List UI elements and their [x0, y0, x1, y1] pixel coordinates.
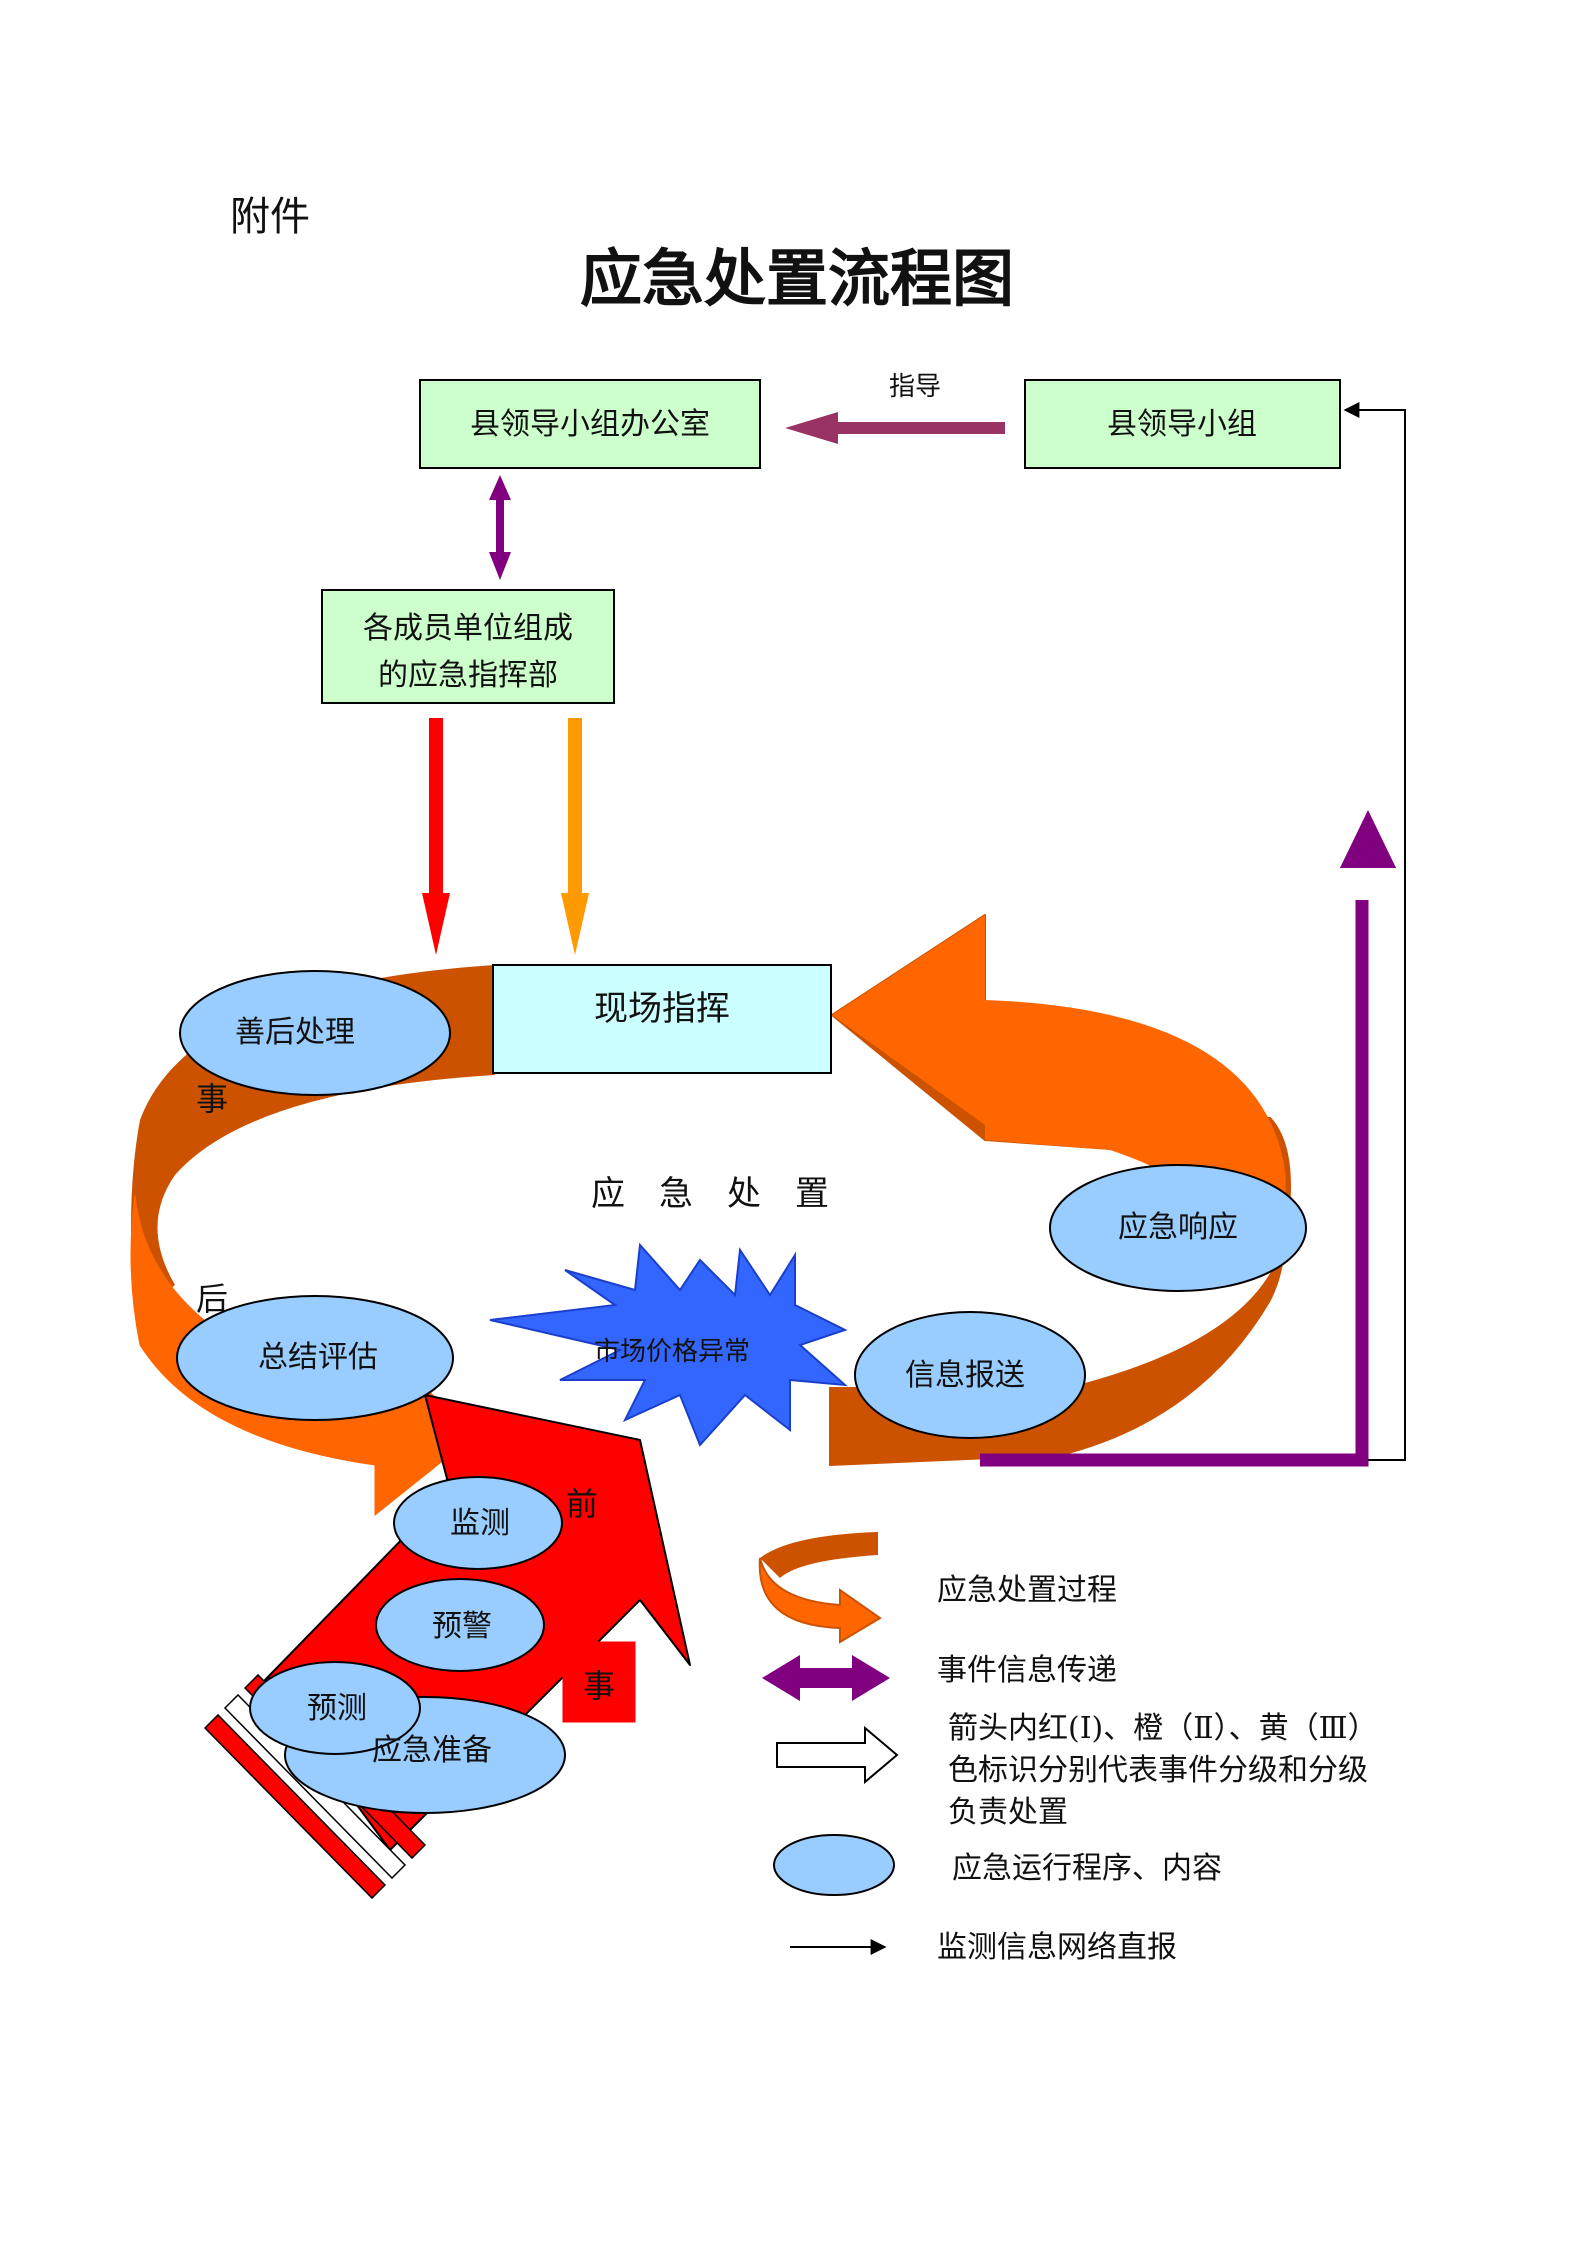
legend-colors-line3: 负责处置: [948, 1795, 1068, 1830]
page-title: 应急处置流程图: [580, 242, 1014, 315]
cycle-arrow-left-face: [130, 1194, 476, 1517]
office-command-arrow-up: [489, 475, 511, 500]
report-arrow-path: [980, 900, 1369, 1467]
guidance-arrow-head: [785, 412, 838, 444]
legend-info-text: 事件信息传递: [937, 1653, 1117, 1688]
onsite-command-label: 现场指挥: [594, 989, 730, 1029]
office-command-arrow-down: [489, 552, 511, 580]
summary-ellipse: [176, 1295, 454, 1421]
red-level-arrow-head: [422, 893, 450, 955]
legend-process-arrow-top: [760, 1532, 878, 1578]
amber-level-arrow-shaft: [568, 718, 582, 898]
aftermath-label: 善后处理: [235, 1015, 355, 1050]
pre-event-char-box: [562, 1641, 636, 1723]
leading-group-box: [1024, 379, 1341, 469]
pre-event-char-1: 前: [566, 1485, 598, 1523]
legend-ellipse-sample: [773, 1834, 895, 1896]
emergency-response-ellipse: [1049, 1164, 1307, 1292]
market-anomaly-label: 市场价格异常: [594, 1337, 750, 1367]
command-hq-line2: 的应急指挥部: [378, 658, 558, 693]
direct-report-line: [1343, 402, 1406, 1461]
cycle-center-label: 应 急 处 置: [591, 1174, 829, 1214]
guidance-label: 指导: [889, 372, 941, 402]
leading-group-office-label: 县领导小组办公室: [470, 407, 710, 442]
legend-ellipse-text: 应急运行程序、内容: [952, 1851, 1222, 1886]
info-report-label: 信息报送: [905, 1358, 1025, 1393]
command-hq-box: [321, 589, 615, 704]
legend-info-double-arrow: [762, 1655, 890, 1701]
post-event-char-1: 事: [196, 1080, 228, 1118]
legend-colors-line1: 箭头内红(Ⅰ)、橙（Ⅱ）、黄（Ⅲ）: [948, 1711, 1378, 1746]
cycle-arrow-right-face: [832, 915, 1286, 1270]
attachment-label: 附件: [230, 194, 310, 240]
summary-label: 总结评估: [258, 1340, 378, 1375]
monitoring-label: 监测: [450, 1506, 510, 1541]
early-warning-ellipse: [375, 1578, 545, 1672]
preparation-label: 应急准备: [372, 1733, 492, 1768]
forecast-ellipse: [249, 1661, 421, 1755]
legend-hollow-arrow: [776, 1725, 899, 1785]
guidance-arrow-shaft: [830, 422, 1005, 434]
red-level-arrow-shaft: [429, 718, 443, 898]
pre-event-char-2: 事: [583, 1667, 615, 1705]
aftermath-ellipse: [179, 970, 451, 1096]
report-arrow-head-fill: [1340, 812, 1396, 868]
red-stripe-1: [203, 1713, 387, 1900]
legend-direct-text: 监测信息网络直报: [937, 1930, 1177, 1965]
onsite-command-box: [492, 964, 832, 1074]
leading-group-office-box: [419, 379, 761, 469]
forecast-label: 预测: [307, 1691, 367, 1726]
legend-colors-line2: 色标识分别代表事件分级和分级: [948, 1753, 1368, 1788]
command-hq-line1: 各成员单位组成: [363, 611, 573, 646]
office-command-double-arrow-shaft: [496, 495, 504, 553]
legend-process-text: 应急处置过程: [937, 1573, 1117, 1608]
info-report-ellipse: [854, 1311, 1086, 1439]
leading-group-label: 县领导小组: [1107, 407, 1257, 442]
legend-process-arrow: [758, 1557, 882, 1644]
market-anomaly-starburst: [489, 1242, 848, 1447]
legend: 应急处置过程 事件信息传递 箭头内红(Ⅰ)、橙（Ⅱ）、黄（Ⅲ） 色标识分别代表事…: [758, 1532, 1378, 1965]
monitoring-ellipse: [393, 1476, 563, 1570]
emergency-response-label: 应急响应: [1118, 1210, 1238, 1245]
early-warning-label: 预警: [432, 1609, 492, 1644]
amber-level-arrow-head: [561, 893, 589, 955]
